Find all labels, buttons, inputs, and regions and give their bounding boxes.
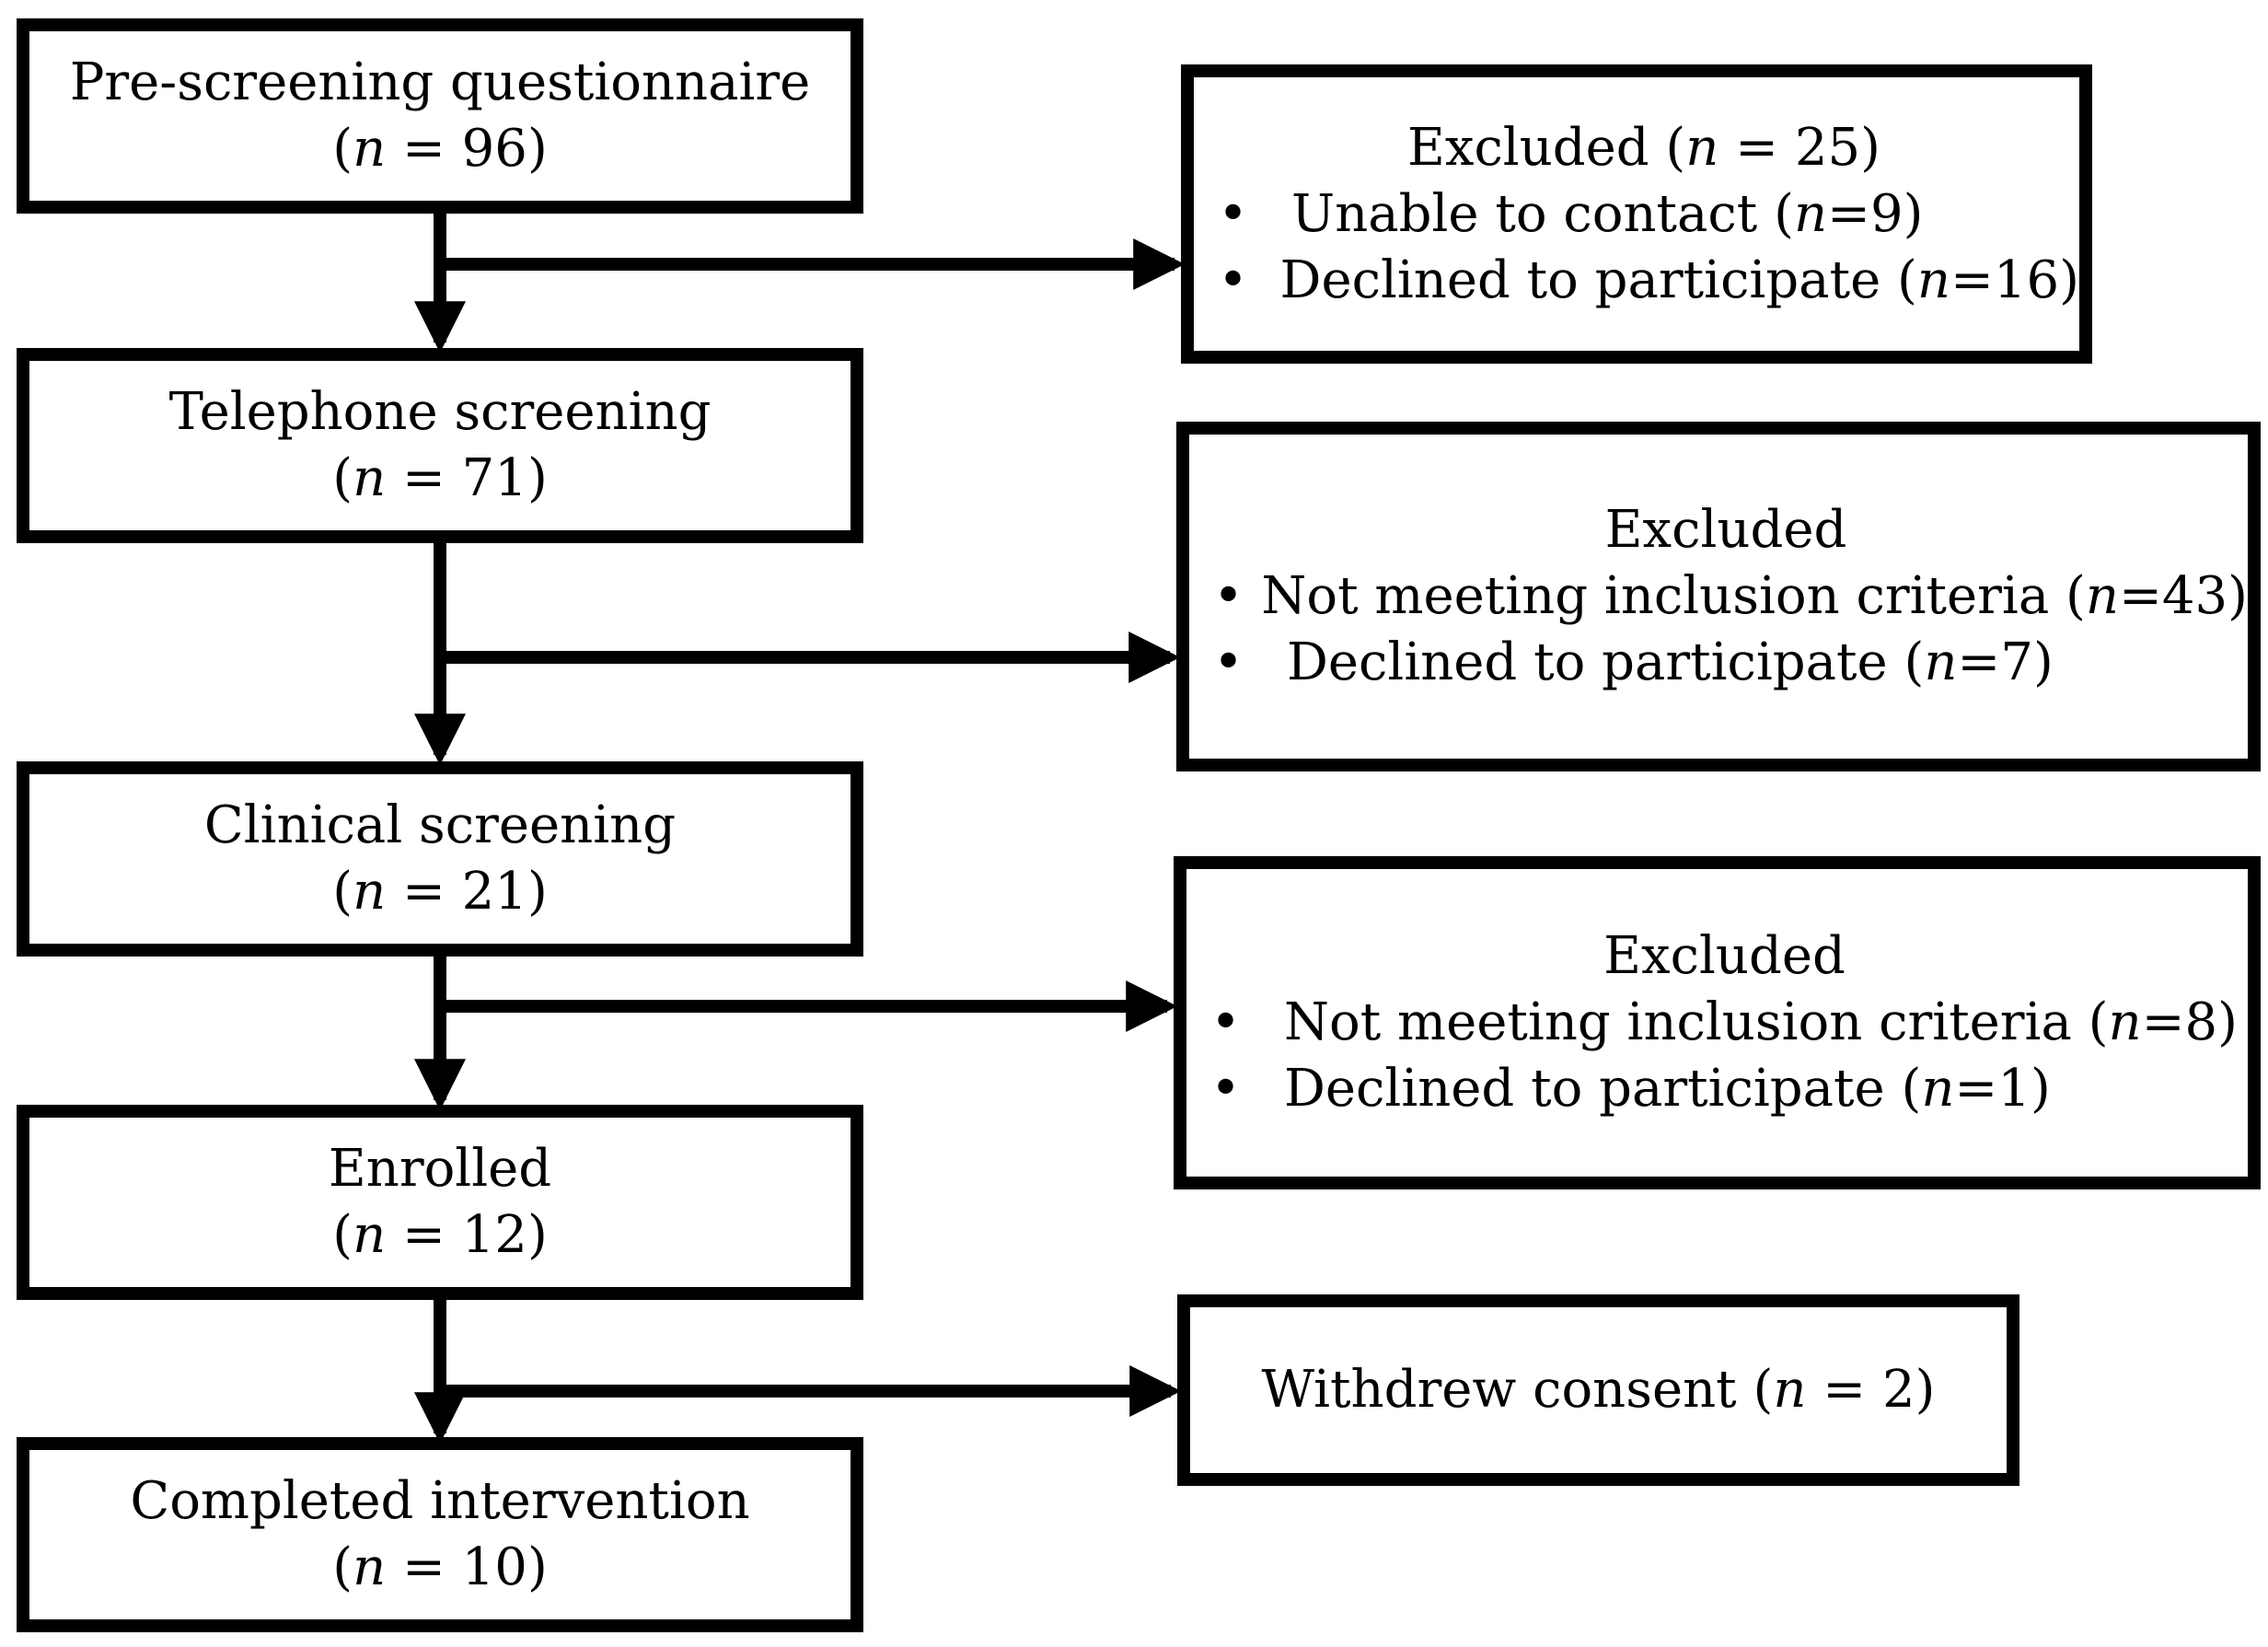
- step-clinical-box: Clinical screening (n = 21): [17, 761, 863, 957]
- step-telephone-count: (n = 71): [332, 448, 548, 508]
- step-telephone-label: Telephone screening: [168, 382, 712, 442]
- step-completed-box: Completed intervention (n = 10): [17, 1437, 863, 1632]
- step-enrolled-label: Enrolled: [328, 1139, 552, 1199]
- excluded-1-item: •Unable to contact (n = 9): [1218, 183, 1924, 244]
- excluded-3-title: Excluded: [1603, 926, 1846, 986]
- step-enrolled-count: (n = 12): [332, 1205, 548, 1265]
- excluded-box-2: Excluded •Not meeting inclusion criteria…: [1176, 422, 2261, 771]
- excluded-3-list: •Not meeting inclusion criteria (n = 8) …: [1201, 990, 2248, 1122]
- step-enrolled-box: Enrolled (n = 12): [17, 1105, 863, 1300]
- withdrew-box: Withdrew consent (n = 2): [1177, 1294, 2019, 1486]
- excluded-2-item: •Not meeting inclusion criteria (n = 43): [1213, 566, 2248, 626]
- excluded-box-3: Excluded •Not meeting inclusion criteria…: [1174, 856, 2261, 1189]
- excluded-1-item: •Declined to participate (n = 16): [1218, 249, 2079, 310]
- step-prescreening-box: Pre-screening questionnaire (n = 96): [17, 18, 863, 214]
- excluded-box-1: Excluded (n = 25) •Unable to contact (n …: [1181, 64, 2092, 364]
- step-completed-count: (n = 10): [332, 1537, 548, 1597]
- excluded-3-item: •Declined to participate (n = 1): [1210, 1059, 2051, 1119]
- step-prescreening-label: Pre-screening questionnaire: [69, 52, 811, 112]
- excluded-1-list: •Unable to contact (n = 9) •Declined to …: [1209, 181, 2079, 314]
- step-prescreening-count: (n = 96): [332, 119, 548, 179]
- step-clinical-label: Clinical screening: [203, 795, 677, 855]
- step-telephone-box: Telephone screening (n = 71): [17, 348, 863, 543]
- step-completed-label: Completed intervention: [130, 1471, 750, 1531]
- excluded-3-item: •Not meeting inclusion criteria (n = 8): [1210, 992, 2238, 1052]
- excluded-2-title: Excluded: [1604, 500, 1847, 560]
- excluded-2-item: •Declined to participate (n = 7): [1213, 632, 2054, 692]
- excluded-1-title: Excluded (n = 25): [1406, 117, 1881, 178]
- withdrew-label: Withdrew consent (n = 2): [1261, 1360, 1936, 1420]
- excluded-2-list: •Not meeting inclusion criteria (n = 43)…: [1204, 563, 2248, 696]
- step-clinical-count: (n = 21): [332, 862, 548, 922]
